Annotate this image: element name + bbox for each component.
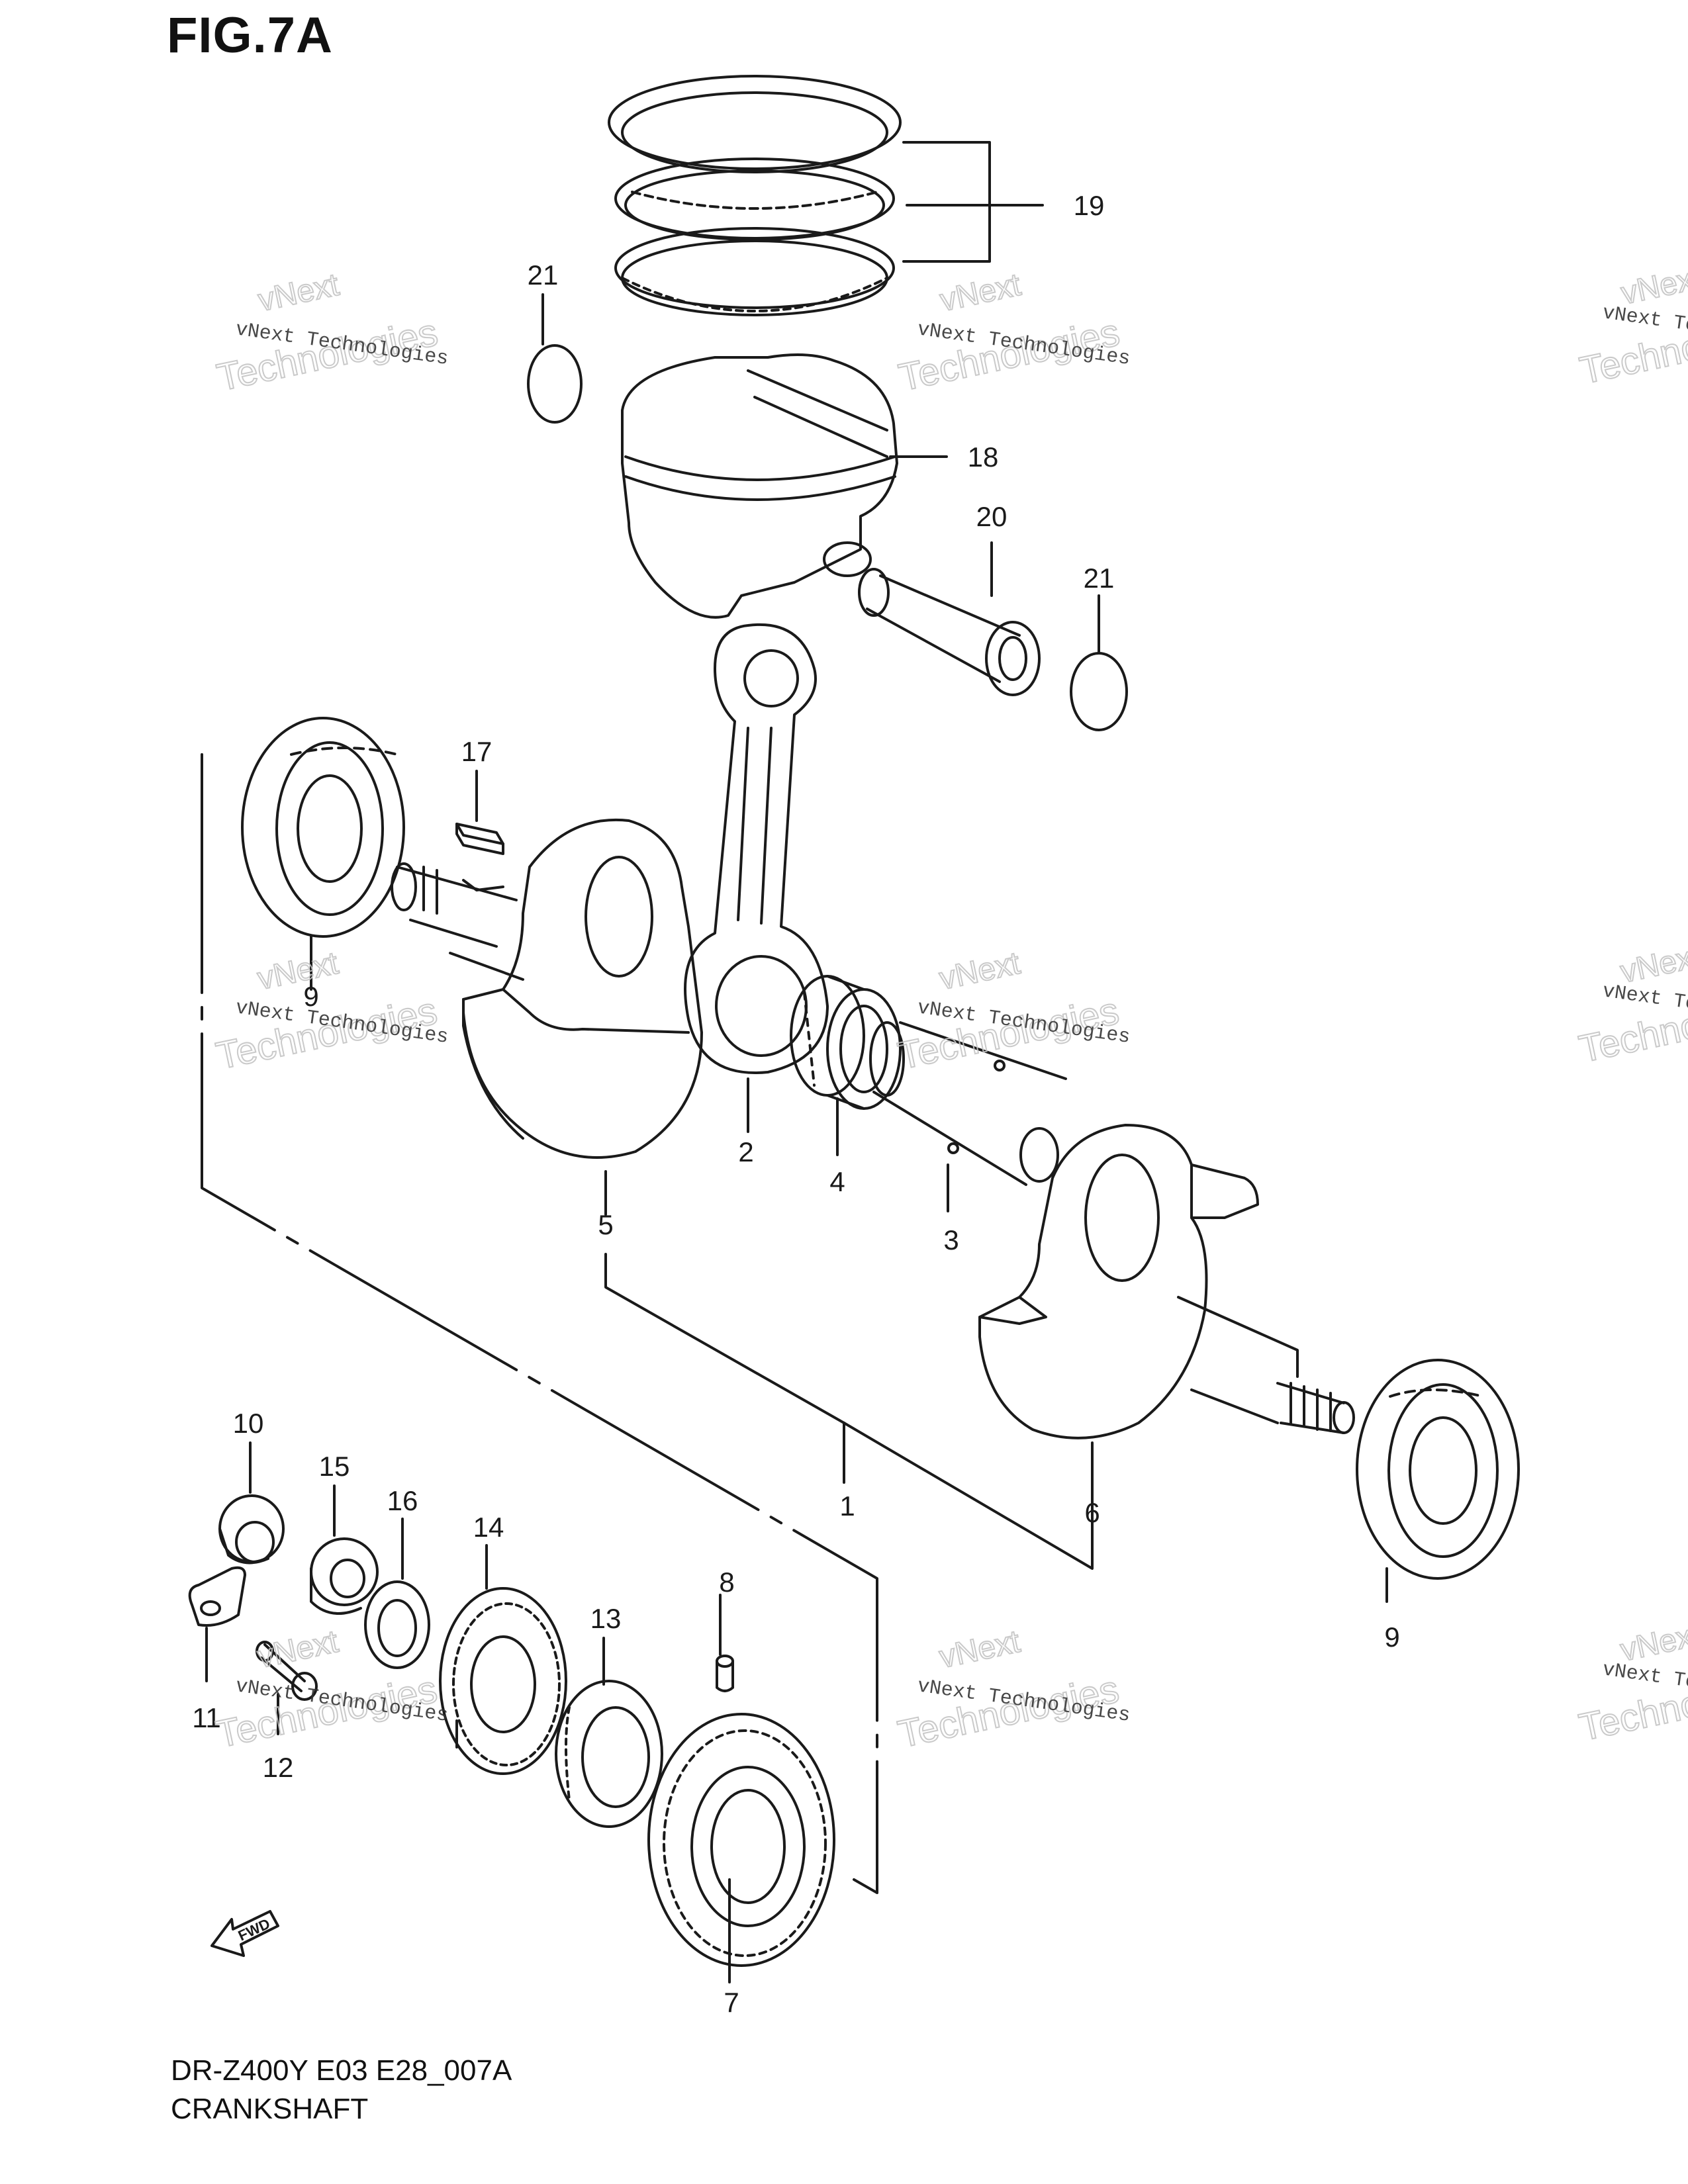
callout-19: 19 xyxy=(1074,190,1105,221)
callout-5: 5 xyxy=(598,1209,613,1240)
callout-9-left: 9 xyxy=(303,981,318,1012)
watermark-small-text: vNext xyxy=(1618,260,1688,311)
callout-12: 12 xyxy=(263,1752,294,1783)
callout-1: 1 xyxy=(839,1490,855,1522)
figure-caption: DR-Z400Y E03 E28_007A CRANKSHAFT xyxy=(171,2052,512,2128)
gear-bearing xyxy=(555,1680,663,1828)
section-name: CRANKSHAFT xyxy=(171,2093,369,2125)
watermark-small-text: vNext xyxy=(937,267,1024,318)
piston-ring-set xyxy=(608,75,902,316)
watermark-small-text: vNext xyxy=(1617,1617,1688,1668)
main-bearing-left xyxy=(241,717,405,938)
callout-7: 7 xyxy=(724,1987,739,2018)
spacer xyxy=(310,1537,379,1615)
oil-seal xyxy=(218,1494,285,1565)
balancer-drive-gear xyxy=(439,1587,567,1775)
callout-3: 3 xyxy=(943,1224,959,1255)
watermark-4: vNext Technologies xyxy=(894,945,1123,1079)
circlip-upper xyxy=(527,344,583,424)
watermark-small-text: vNext xyxy=(936,1624,1023,1675)
callout-21-lower: 21 xyxy=(1084,563,1115,594)
circlip-lower xyxy=(1070,652,1128,731)
needle-bearing xyxy=(790,975,902,1110)
callout-2: 2 xyxy=(738,1136,753,1167)
callout-13: 13 xyxy=(590,1603,622,1634)
callout-10: 10 xyxy=(233,1408,264,1439)
callout-17: 17 xyxy=(461,736,492,767)
callout-18: 18 xyxy=(968,441,999,473)
callout-6: 6 xyxy=(1084,1497,1100,1528)
callout-14: 14 xyxy=(473,1512,504,1543)
watermark-small-text: vNext xyxy=(256,267,342,318)
callout-21-upper: 21 xyxy=(528,259,559,291)
watermark-small-text: vNext xyxy=(936,946,1023,997)
bolt xyxy=(256,1641,318,1701)
callout-15: 15 xyxy=(319,1451,350,1482)
crank-pin xyxy=(869,1021,1067,1186)
washer xyxy=(364,1580,430,1669)
watermark-small-text: vNext xyxy=(1617,938,1688,989)
figure-title: FIG.7A xyxy=(167,7,333,64)
woodruff-key xyxy=(455,823,504,855)
callout-8: 8 xyxy=(719,1567,734,1598)
watermark-small-text: vNext xyxy=(254,946,341,997)
assembly-leader-lines xyxy=(201,141,1388,1983)
piston xyxy=(621,353,898,619)
callout-4: 4 xyxy=(829,1166,845,1197)
watermark-small-text: vNext xyxy=(254,1624,341,1675)
crank-web-right xyxy=(978,1124,1355,1439)
watermark-5: vNext Technologies xyxy=(212,1623,442,1757)
callout-9-right: 9 xyxy=(1384,1621,1399,1653)
main-bearing-right xyxy=(1356,1359,1520,1580)
watermark-6: vNext Technologies xyxy=(894,1623,1123,1757)
retainer-plate xyxy=(188,1566,246,1627)
watermark-3: vNext Technologies xyxy=(212,945,442,1079)
callout-16: 16 xyxy=(387,1485,418,1516)
crank-web-left xyxy=(391,818,703,1159)
callout-11: 11 xyxy=(192,1702,221,1733)
model-code: DR-Z400Y E03 E28_007A xyxy=(171,2054,512,2087)
fwd-arrow-icon xyxy=(211,1910,279,1957)
primary-drive-gear xyxy=(647,1713,835,1967)
dowel-pin xyxy=(716,1655,734,1692)
callout-20: 20 xyxy=(976,501,1008,532)
piston-pin xyxy=(858,568,1041,696)
